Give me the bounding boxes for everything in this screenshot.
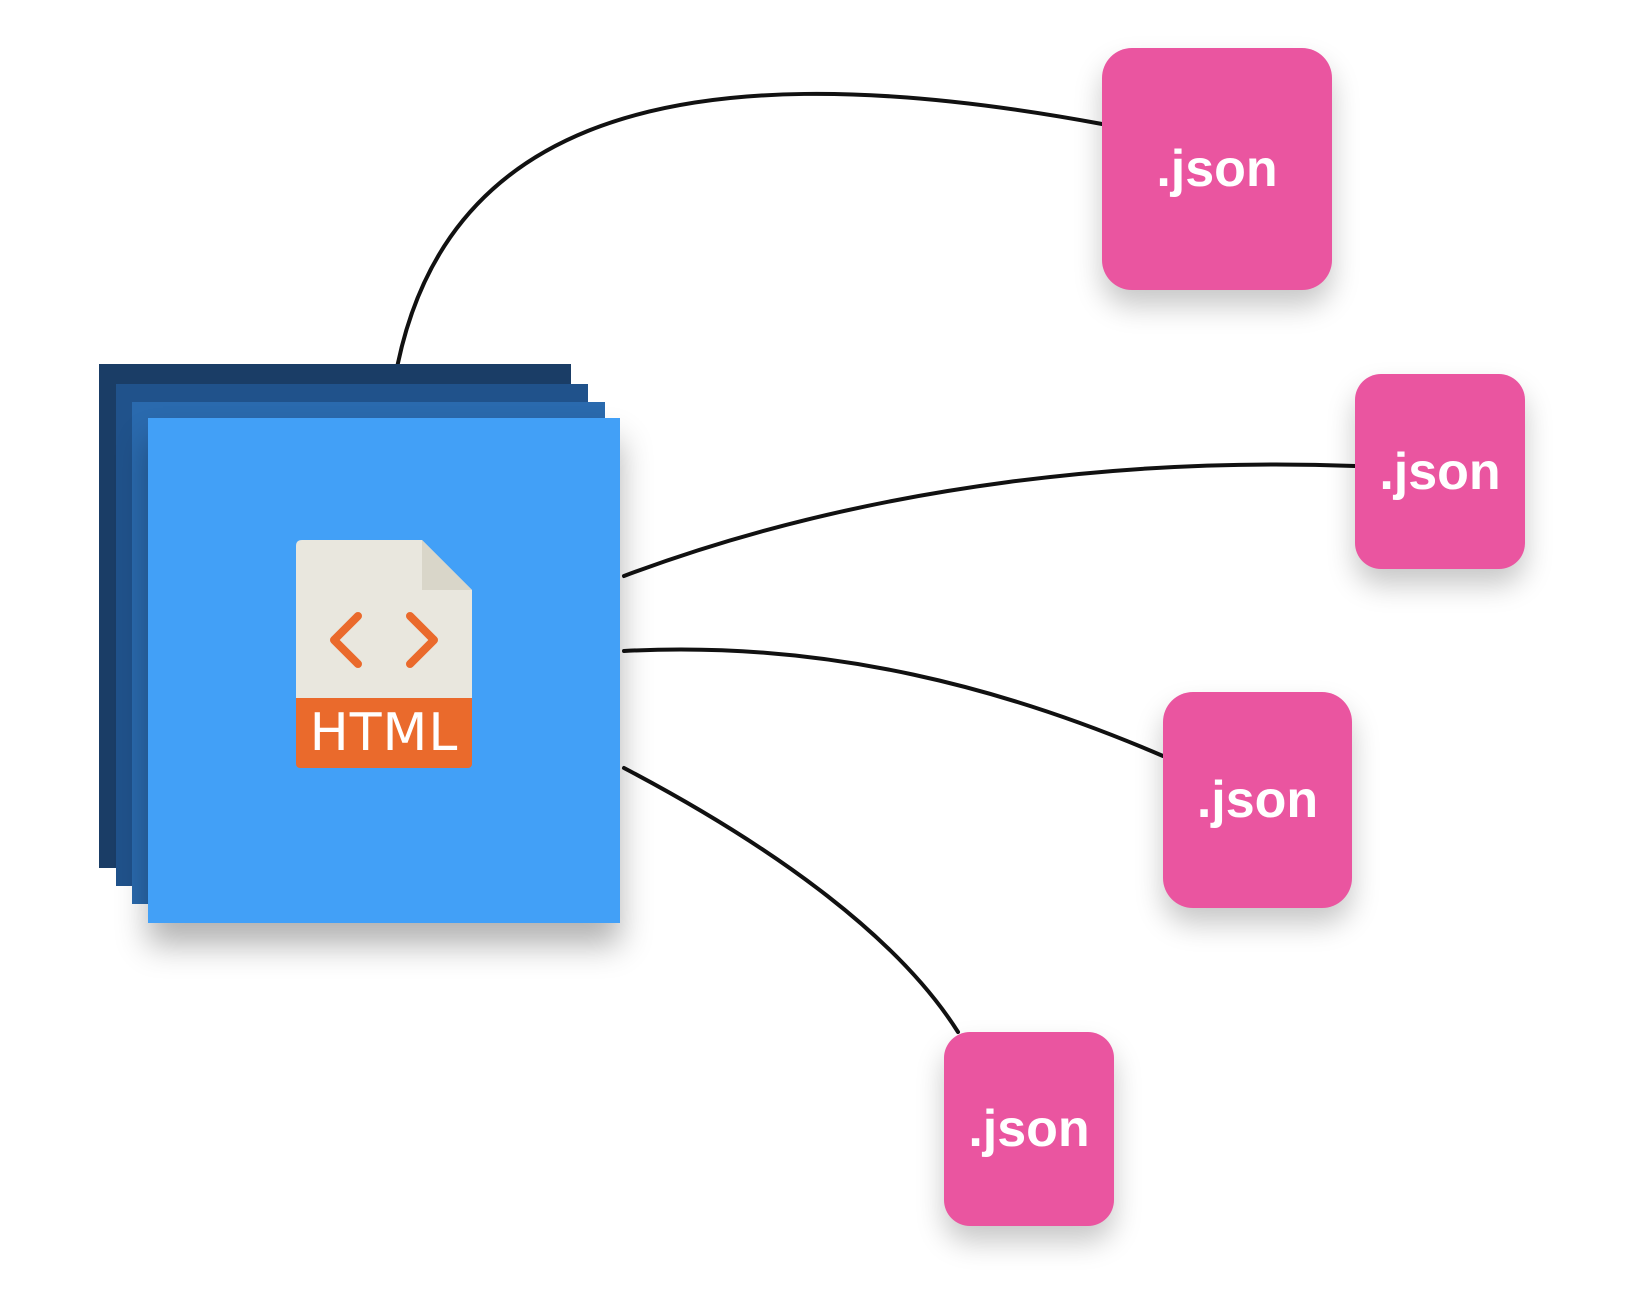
json-node-2: .json [1355, 374, 1525, 569]
code-bracket-right-icon [406, 612, 438, 668]
html-file-icon [296, 540, 472, 768]
connector-to-json-4 [622, 766, 960, 1034]
json-node-3: .json [1163, 692, 1352, 908]
json-node-label: .json [1156, 140, 1278, 198]
json-node-label: .json [968, 1100, 1090, 1158]
json-node-label: .json [1379, 442, 1501, 501]
json-node-label: .json [1196, 771, 1319, 829]
file-corner-fold [422, 540, 472, 590]
connector-to-json-3 [622, 647, 1165, 758]
json-node-4: .json [944, 1032, 1114, 1226]
code-bracket-left-icon [330, 612, 362, 668]
connector-to-json-2 [622, 462, 1357, 578]
html-file-label: HTML [309, 703, 459, 763]
file-label-band [296, 698, 472, 768]
json-node-1: .json [1102, 48, 1332, 290]
